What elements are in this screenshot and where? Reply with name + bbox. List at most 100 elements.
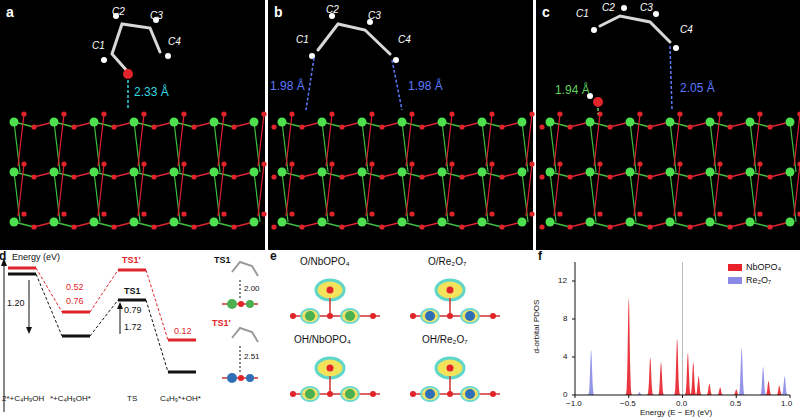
panel-caption: O/Re₂O₇: [428, 256, 466, 268]
atom: [318, 168, 327, 177]
atom: [490, 313, 496, 319]
atom: [567, 124, 572, 129]
atom: [717, 111, 722, 116]
atom: [410, 313, 416, 319]
atom: [419, 124, 424, 129]
panel-letter: b: [274, 4, 283, 20]
energy-value: 0.52: [66, 282, 84, 292]
atom: [221, 111, 226, 116]
atom: [90, 118, 99, 127]
tick-label: 1.0: [781, 399, 792, 408]
atom: [797, 211, 800, 216]
bond: [714, 114, 720, 166]
bond: [282, 172, 288, 222]
bond: [258, 164, 264, 216]
atom: [539, 224, 544, 229]
atom: [706, 168, 715, 177]
atom: [586, 168, 595, 177]
panel-letter: d: [0, 250, 6, 264]
tick: [575, 395, 576, 398]
atom: [271, 174, 276, 179]
legend-row: NbOPO₄: [728, 262, 781, 272]
panel-letter: e: [270, 250, 277, 264]
atom: [727, 124, 732, 129]
bond: [594, 164, 600, 216]
atom: [170, 218, 179, 227]
panel-letter: c: [542, 4, 550, 20]
atom-label: C1: [296, 34, 309, 46]
atom: [250, 218, 259, 227]
bond: [94, 122, 100, 172]
atom: [419, 174, 424, 179]
panel-caption: O/NbOPO₄: [300, 256, 350, 268]
bond: [522, 172, 528, 222]
atom: [746, 118, 755, 127]
atom: [546, 168, 555, 177]
atom: [398, 218, 407, 227]
atom: [181, 111, 186, 116]
atom: [61, 111, 66, 116]
atom: [626, 118, 635, 127]
bond: [630, 172, 636, 222]
bond: [174, 122, 180, 172]
tick-label: 0: [563, 390, 567, 399]
bond: [754, 164, 760, 216]
atom: [271, 124, 276, 129]
atom-label: C4: [680, 24, 693, 36]
tick: [572, 357, 575, 358]
atom: [607, 124, 612, 129]
atom: [786, 218, 795, 227]
atom-label: C3: [368, 10, 381, 22]
axis-title: Energy (E − Ef) (eV): [640, 408, 712, 417]
bond: [710, 172, 716, 222]
atom: [289, 161, 294, 166]
atom: [447, 287, 454, 294]
atom: [358, 218, 367, 227]
atom: [677, 161, 682, 166]
atom: [489, 211, 494, 216]
atom: [130, 168, 139, 177]
atom: [10, 168, 19, 177]
bond: [630, 122, 636, 172]
atom: [425, 389, 435, 399]
bond: [790, 172, 796, 222]
atom: [170, 168, 179, 177]
atom: [141, 211, 146, 216]
bond: [254, 122, 260, 172]
atom: [231, 174, 236, 179]
atom: [478, 218, 487, 227]
atom: [746, 168, 755, 177]
bond: [54, 122, 60, 172]
atom: [318, 218, 327, 227]
atom: [345, 311, 355, 321]
atom: [61, 211, 66, 216]
atom: [111, 224, 116, 229]
atom: [61, 161, 66, 166]
atom: [101, 111, 106, 116]
atom: [449, 161, 454, 166]
atom: [478, 168, 487, 177]
axes: [575, 262, 790, 395]
atom: [459, 174, 464, 179]
distance-label: 2.51: [244, 352, 260, 361]
atom: [767, 124, 772, 129]
atom: [717, 211, 722, 216]
atom: [250, 118, 259, 127]
atom: [677, 211, 682, 216]
atom: [369, 111, 374, 116]
atom: [191, 124, 196, 129]
atom: [210, 168, 219, 177]
atom: [447, 313, 453, 319]
atom: [50, 118, 59, 127]
atom: [71, 124, 76, 129]
density: [301, 309, 319, 323]
atom-label: C2: [602, 2, 615, 14]
atom: [489, 111, 494, 116]
atom: [489, 161, 494, 166]
atom: [358, 168, 367, 177]
legend-swatch: [728, 277, 742, 284]
tick-label: 0.0: [676, 399, 687, 408]
density: [421, 387, 439, 401]
atom: [10, 218, 19, 227]
atom: [546, 118, 555, 127]
